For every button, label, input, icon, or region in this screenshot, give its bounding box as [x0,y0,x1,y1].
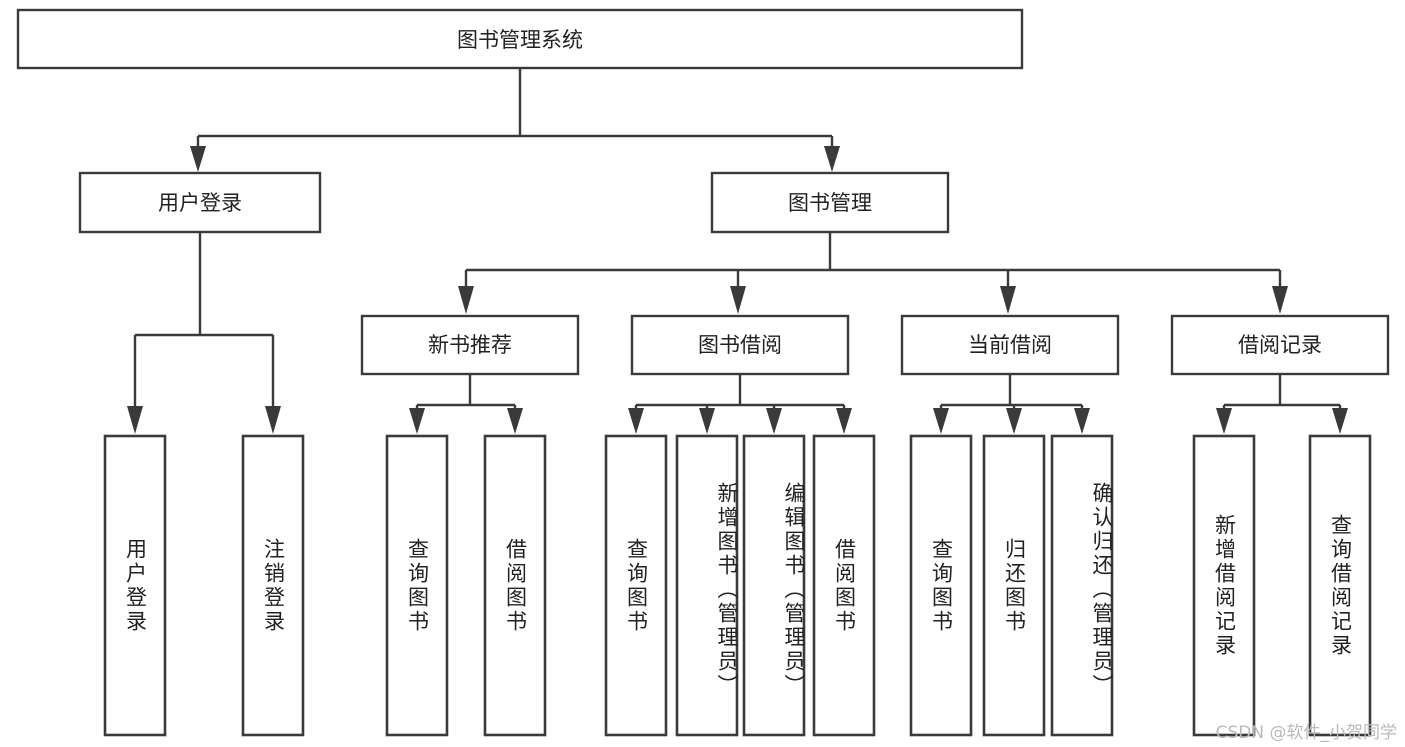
node-borrow-record-label: 借阅记录 [1238,333,1322,357]
leaf-box-add-record[interactable] [1192,434,1256,737]
arrow-user-login [190,146,206,172]
leaf-box-query-record[interactable] [1308,434,1372,737]
node-user-login-box[interactable] [78,171,322,234]
arrow-leaf-user-login [127,406,143,434]
leaf-box-edit-book[interactable] [742,434,806,737]
arrow-leaf-query-book-1 [409,408,425,434]
node-book-borrow[interactable]: 图书借阅 [630,314,850,376]
leaf-box-borrow-book-1[interactable] [483,434,547,737]
node-root-label: 图书管理系统 [457,28,583,52]
arrow-new-book-recommend [458,286,474,314]
arrow-leaf-query-book-2 [628,408,644,434]
leaf-box-confirm-return[interactable] [1050,434,1114,737]
node-new-book-recommend-label: 新书推荐 [428,333,512,357]
arrow-leaf-query-book-3 [933,408,949,434]
node-borrow-record-box[interactable] [1170,314,1390,376]
node-book-manage-box[interactable] [710,171,950,234]
arrow-leaf-return-book [1006,408,1022,434]
node-user-login-label: 用户登录 [158,191,242,215]
arrow-book-borrow [730,286,746,314]
node-book-borrow-label: 图书借阅 [698,333,782,357]
arrow-leaf-borrow-book-2 [836,408,852,434]
arrow-leaf-add-book [699,408,715,434]
node-current-borrow-box[interactable] [900,314,1120,376]
leaf-box-return-book[interactable] [982,434,1046,737]
leaf-box-query-book-3[interactable] [909,434,973,737]
arrow-leaf-query-record [1332,408,1348,434]
node-book-manage-label: 图书管理 [788,191,872,215]
node-borrow-record[interactable]: 借阅记录 [1170,314,1390,376]
connector-layer [127,68,1348,434]
node-book-borrow-box[interactable] [630,314,850,376]
leaf-box-borrow-book-2[interactable] [812,434,876,737]
arrow-borrow-record [1272,286,1288,314]
node-book-manage[interactable]: 图书管理 [710,171,950,234]
arrow-leaf-edit-book [766,408,782,434]
arrow-book-manage [824,146,840,172]
arrow-leaf-user-logout [265,406,281,434]
leaf-box-user-login[interactable] [103,434,167,737]
leaf-box-query-book-1[interactable] [385,434,449,737]
node-root-box[interactable] [16,8,1024,70]
arrow-leaf-add-record [1216,408,1232,434]
arrow-leaf-confirm-return [1074,408,1090,434]
arrow-leaf-borrow-book-1 [507,408,523,434]
arrow-current-borrow [1000,286,1016,314]
node-new-book-recommend[interactable]: 新书推荐 [360,314,580,376]
node-current-borrow-label: 当前借阅 [968,333,1052,357]
node-root[interactable]: 图书管理系统 [16,8,1024,70]
node-user-login[interactable]: 用户登录 [78,171,322,234]
leaf-layer [103,434,1372,737]
node-new-book-recommend-box[interactable] [360,314,580,376]
leaf-box-add-book[interactable] [675,434,739,737]
leaf-box-query-book-2[interactable] [604,434,668,737]
leaf-box-user-logout[interactable] [241,434,305,737]
node-current-borrow[interactable]: 当前借阅 [900,314,1120,376]
csdn-watermark: CSDN @软件_小贺同学 [1215,723,1397,743]
